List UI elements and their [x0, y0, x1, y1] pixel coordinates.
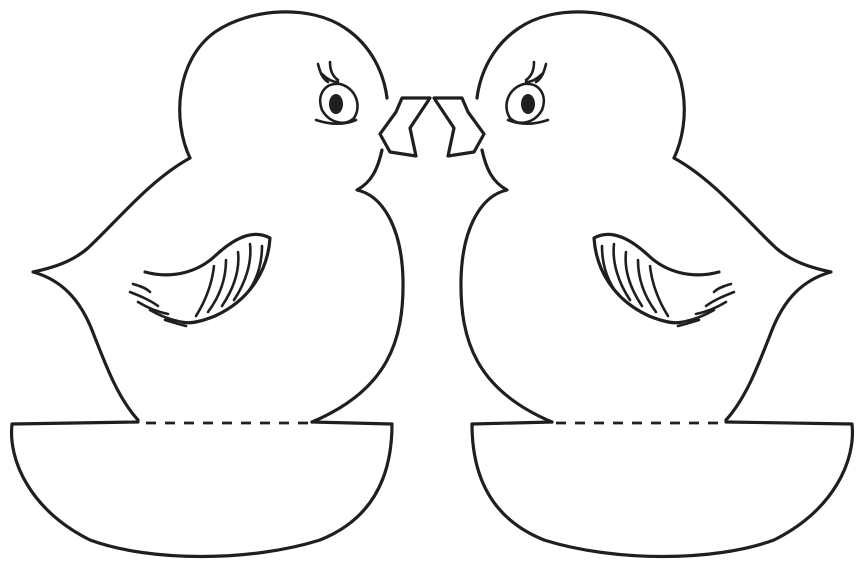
- left-chick-body-front: [310, 148, 405, 424]
- left-chick: [9, 10, 432, 559]
- right-chick-eyelashes: [524, 60, 548, 84]
- right-chick-eye: [505, 82, 545, 124]
- right-chick-wing-feathers: [600, 242, 736, 328]
- left-chick-eyelid: [314, 118, 358, 126]
- right-chick-base-cup: [470, 420, 855, 559]
- left-chick-base-cup: [9, 420, 394, 559]
- right-chick-eyelid: [506, 118, 550, 126]
- left-chick-pupil: [329, 94, 343, 114]
- right-chick-back-tail: [672, 156, 833, 422]
- left-chick-eyelashes: [316, 60, 340, 84]
- left-chick-wing-feathers: [128, 242, 264, 328]
- left-chick-back-tail: [31, 156, 192, 422]
- left-chick-eye: [319, 82, 359, 124]
- left-chick-head: [178, 10, 389, 160]
- right-chick-head: [475, 10, 686, 160]
- left-chick-wing: [143, 232, 272, 325]
- left-chick-beak: [378, 96, 432, 158]
- right-chick-beak: [432, 96, 486, 158]
- right-chick-wing: [592, 232, 721, 325]
- right-chick: [432, 10, 855, 559]
- right-chick-body-front: [459, 148, 554, 424]
- right-chick-pupil: [521, 94, 535, 114]
